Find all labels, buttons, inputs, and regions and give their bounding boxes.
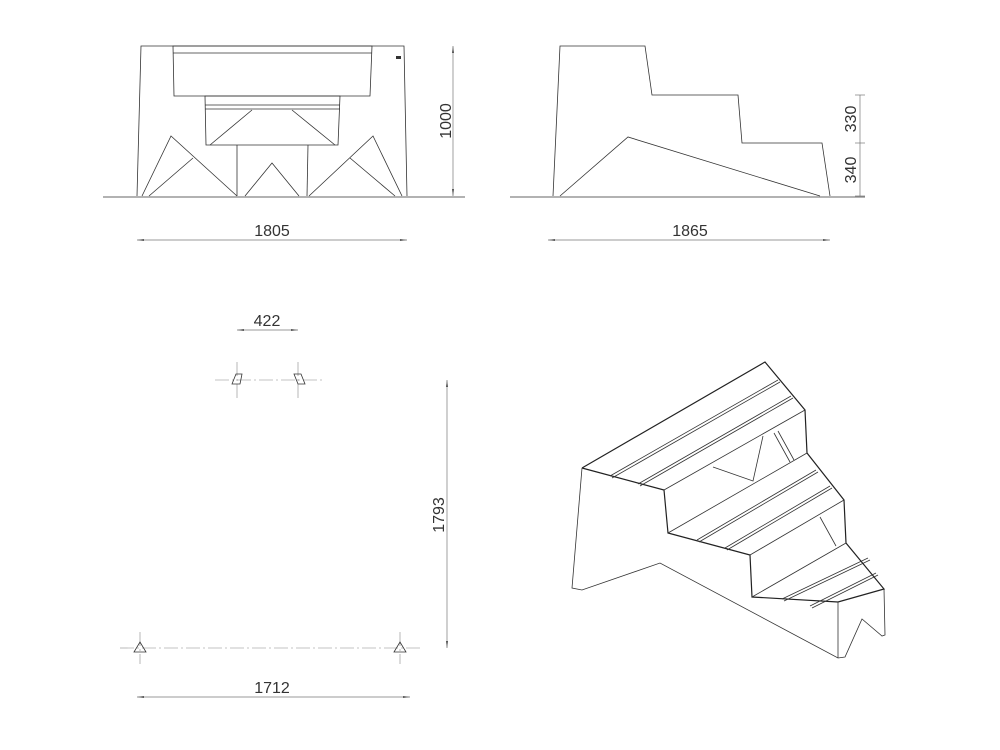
anchor-foot-icon (393, 641, 407, 653)
plan-width-label: 1712 (254, 680, 290, 697)
height-label: 1000 (438, 103, 455, 139)
plan-view: 422 1793 1712 (120, 313, 449, 699)
front-outline (136, 45, 408, 197)
depth-label: 1865 (672, 223, 708, 240)
top-seat-box (172, 45, 373, 97)
step-lower-label: 340 (843, 157, 860, 184)
anchor-foot-icon (133, 641, 147, 653)
front-view: 1000 1805 (103, 45, 465, 242)
side-outline (552, 45, 831, 197)
step-upper-label: 330 (843, 106, 860, 133)
side-view: 330 340 1865 (510, 45, 865, 242)
label-plate (396, 56, 401, 59)
width-label: 1805 (254, 223, 290, 240)
length-label: 1793 (431, 497, 448, 533)
isometric-view (571, 361, 886, 659)
anchor-foot-icon (293, 373, 306, 385)
middle-step-box (204, 95, 341, 146)
anchor-foot-icon (231, 373, 243, 385)
anchor-spacing-label: 422 (254, 313, 281, 330)
